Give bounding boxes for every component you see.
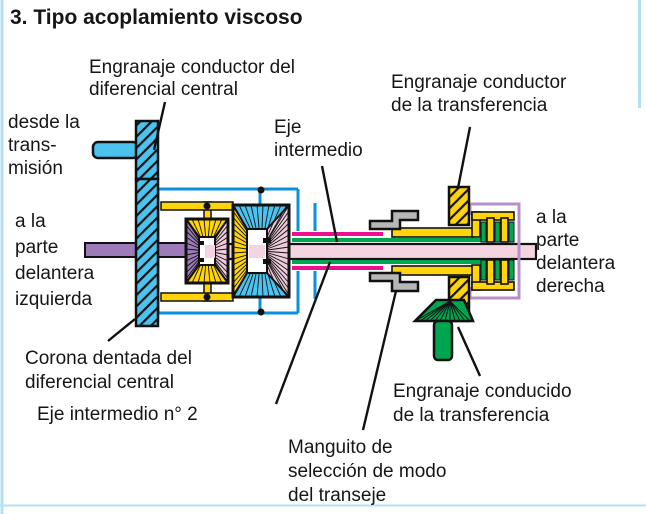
label-to-front-left: a la parte delantera izquierda [15,211,95,310]
viscous-diff-gear-set [231,203,291,299]
label-ring-gear-central-diff: Corona dentada del diferencial central [25,348,192,393]
label-mode-sleeve: Manguito de selección de modo del transe… [288,437,447,506]
central-diff-pinion-set [184,217,230,285]
junction-dots [203,186,265,316]
label-drive-gear-central-diff: Engranaje conductor del diferencial cent… [89,57,295,100]
central-diff-ring-gear [134,177,160,328]
label-intermediate-shaft: Eje intermedio [274,117,363,161]
label-intermediate-shaft-2: Eje intermedio n° 2 [37,404,198,425]
transfer-plates-yellow [391,211,515,291]
transfer-driven-gear [411,298,475,362]
label-transfer-drive-gear: Engranaje conductor de la transferencia [391,72,567,116]
leader-lines [107,101,482,431]
label-to-front-right: a la parte delantera derecha [536,207,616,297]
transmission-input-shaft [91,140,140,160]
transfer-plates-green [480,221,515,281]
differential-case-outline [156,187,317,315]
label-from-transmission: desde la trans- misión [8,112,80,179]
diagram-title: 3. Tipo acoplamiento viscoso [10,6,303,29]
label-transfer-driven-gear: Engranaje conducido de la transferencia [393,381,572,426]
mode-selection-sleeve [368,209,420,293]
